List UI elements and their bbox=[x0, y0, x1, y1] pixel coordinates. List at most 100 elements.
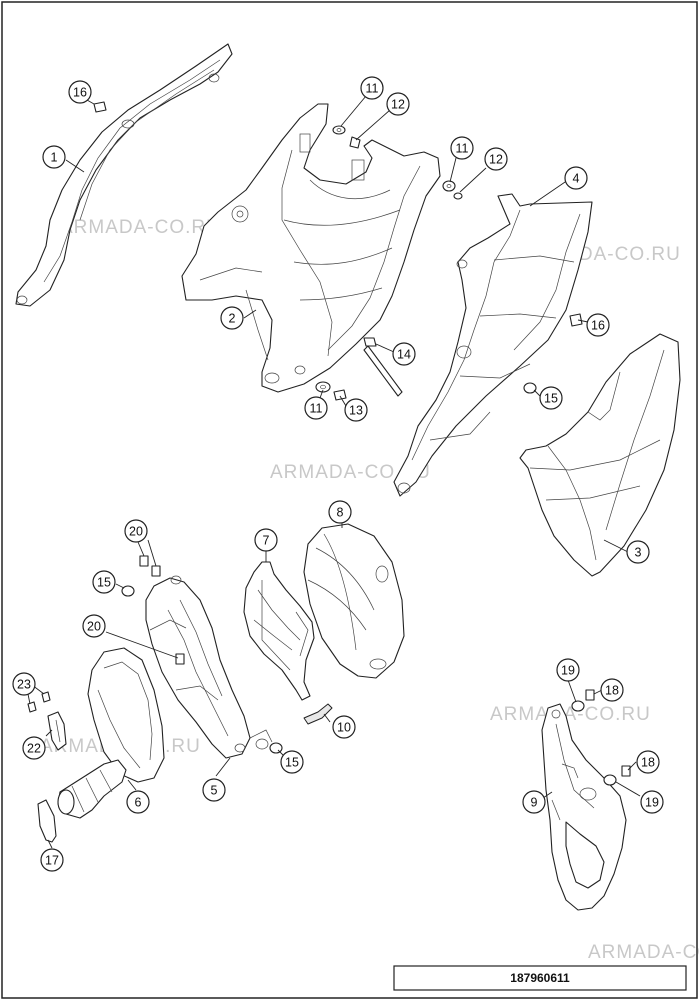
callout-circle bbox=[202, 778, 226, 802]
callout-3: 3 bbox=[626, 540, 650, 564]
hardware-washer-19-top bbox=[571, 700, 585, 712]
callout-number: 10 bbox=[337, 721, 351, 735]
callout-number: 18 bbox=[605, 684, 619, 698]
callout-number: 15 bbox=[285, 756, 299, 770]
callout-5: 5 bbox=[202, 778, 226, 802]
callout-number: 22 bbox=[27, 742, 41, 756]
callout-circle bbox=[386, 92, 410, 116]
hardware-screw-20-middle bbox=[175, 653, 185, 665]
callout-12: 12 bbox=[484, 147, 508, 171]
callout-circle bbox=[626, 540, 650, 564]
callout-number: 2 bbox=[229, 312, 236, 326]
callout-circle bbox=[564, 166, 588, 190]
callout-number: 20 bbox=[87, 620, 101, 634]
callout-number: 17 bbox=[45, 854, 59, 868]
callout-11: 11 bbox=[304, 396, 328, 420]
callout-14: 14 bbox=[392, 342, 416, 366]
callout-circle bbox=[304, 396, 328, 420]
callout-circle bbox=[82, 614, 106, 638]
callout-16: 16 bbox=[586, 313, 610, 337]
callout-19: 19 bbox=[556, 658, 580, 682]
callout-circle bbox=[280, 750, 304, 774]
part-8-filter-cover bbox=[303, 523, 405, 679]
callout-number: 8 bbox=[337, 506, 344, 520]
watermark: ARMADA-CO.RU bbox=[60, 217, 221, 238]
callout-number: 5 bbox=[211, 784, 218, 798]
callout-number: 20 bbox=[129, 525, 143, 539]
callout-16: 16 bbox=[68, 80, 92, 104]
part-3-right-number-plate bbox=[519, 333, 681, 577]
part-4-right-side-panel bbox=[393, 193, 593, 497]
drawing-number-box bbox=[393, 965, 687, 991]
callout-circle bbox=[344, 398, 368, 422]
callout-10: 10 bbox=[332, 715, 356, 739]
part-23-screw bbox=[27, 691, 51, 713]
callout-circle bbox=[392, 342, 416, 366]
callout-circle bbox=[522, 790, 546, 814]
callout-number: 12 bbox=[391, 98, 405, 112]
hardware-washer-19-bottom bbox=[603, 774, 617, 786]
watermark: ARMADA-CO.RU bbox=[270, 462, 431, 483]
callout-number: 13 bbox=[349, 404, 363, 418]
callout-number: 6 bbox=[135, 796, 142, 810]
callout-17: 17 bbox=[40, 848, 64, 872]
callout-circle bbox=[450, 136, 474, 160]
callout-number: 7 bbox=[263, 534, 270, 548]
callout-13: 13 bbox=[344, 398, 368, 422]
hardware-screw-12-top bbox=[349, 136, 361, 149]
watermark: ARMADA-CO.RU bbox=[490, 704, 651, 725]
callout-circle bbox=[68, 80, 92, 104]
callout-number: 1 bbox=[51, 151, 58, 165]
callout-circle bbox=[92, 570, 116, 594]
drawing-number: 187960611 bbox=[510, 971, 570, 985]
hardware-washer-11-right bbox=[442, 180, 456, 192]
callout-number: 11 bbox=[366, 82, 379, 96]
part-9-bracket bbox=[541, 703, 627, 911]
leader-lines bbox=[27, 95, 641, 849]
callout-circle bbox=[126, 790, 150, 814]
callout-circle bbox=[254, 528, 278, 552]
callout-15: 15 bbox=[280, 750, 304, 774]
callout-11: 11 bbox=[360, 76, 384, 100]
callout-12: 12 bbox=[386, 92, 410, 116]
part-5-airbox-lower bbox=[145, 575, 273, 759]
callout-number: 16 bbox=[73, 86, 87, 100]
hardware-nut-16-right bbox=[569, 313, 583, 327]
callout-circle bbox=[556, 658, 580, 682]
callout-22: 22 bbox=[22, 736, 46, 760]
callout-number: 14 bbox=[397, 348, 411, 362]
callout-1: 1 bbox=[42, 145, 66, 169]
hardware-nut-15-right bbox=[523, 382, 537, 394]
callout-number: 19 bbox=[645, 796, 659, 810]
hardware-washer-11-top bbox=[332, 125, 346, 135]
callout-circle bbox=[12, 672, 36, 696]
callout-number: 23 bbox=[17, 678, 31, 692]
callout-number: 15 bbox=[544, 392, 558, 406]
callout-circle bbox=[636, 750, 660, 774]
hardware-nut-15-left bbox=[121, 585, 135, 597]
callout-number: 16 bbox=[591, 319, 605, 333]
part-7-filter-cage bbox=[243, 561, 315, 701]
callout-23: 23 bbox=[12, 672, 36, 696]
part-17-plug bbox=[37, 799, 57, 843]
hardware-screw-13 bbox=[333, 389, 347, 401]
callout-circle bbox=[360, 76, 384, 100]
callout-18: 18 bbox=[636, 750, 660, 774]
callout-number: 4 bbox=[573, 172, 580, 186]
callout-20: 20 bbox=[82, 614, 106, 638]
hardware-screw-20-top bbox=[139, 555, 161, 577]
part-14-screw bbox=[363, 337, 403, 397]
callout-18: 18 bbox=[600, 678, 624, 702]
callout-circle bbox=[42, 145, 66, 169]
callout-circle bbox=[640, 790, 664, 814]
hardware-nut-15-bottom bbox=[269, 742, 283, 754]
hardware-screw-18-bottom bbox=[621, 765, 631, 777]
callout-number: 11 bbox=[456, 142, 469, 156]
callout-circle bbox=[22, 736, 46, 760]
callout-circle bbox=[484, 147, 508, 171]
callout-2: 2 bbox=[220, 306, 244, 330]
callout-number: 12 bbox=[489, 153, 503, 167]
